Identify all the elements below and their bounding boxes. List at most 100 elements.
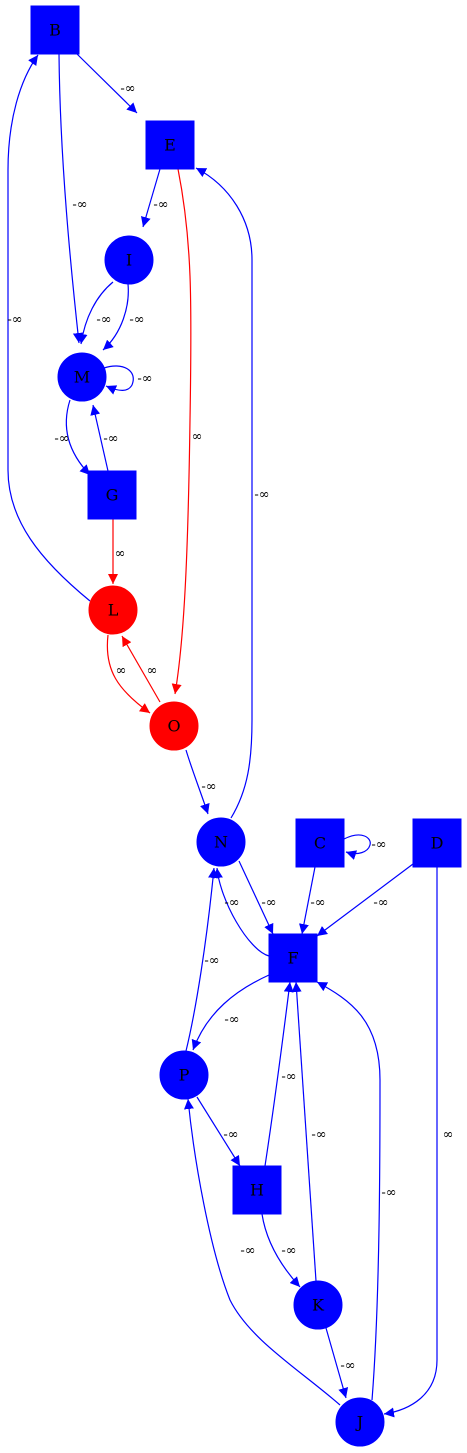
node-shape-K [293, 1280, 343, 1330]
edge-B-E: -∞ [76, 53, 138, 114]
edge-label-D-J: ∞ [443, 1128, 454, 1143]
edge-line-M-M [103, 365, 134, 395]
node-label-C: C [314, 834, 326, 853]
node-shape-M [57, 352, 107, 402]
edge-line-K-J [325, 1327, 349, 1399]
edge-label-C-C: -∞ [371, 838, 386, 853]
node-M: M [57, 352, 107, 402]
node-label-P: P [179, 1066, 190, 1085]
edge-line-C-C [343, 834, 371, 860]
edge-line-L-B [7, 54, 91, 602]
node-K: K [293, 1280, 343, 1330]
edge-G-M: -∞ [90, 404, 119, 472]
edge-label-O-L: ∞ [147, 664, 158, 679]
edge-line-I-M [77, 281, 114, 345]
edge-line-D-J [383, 867, 438, 1418]
edge-J-P: -∞ [184, 1098, 341, 1406]
node-L: L [88, 585, 138, 635]
edge-line-M-G [65, 399, 91, 476]
edge-P-H: -∞ [196, 1096, 241, 1167]
edge-label-C-F: -∞ [310, 896, 325, 911]
node-label-I: I [126, 251, 132, 270]
edge-line-L-O [106, 634, 151, 714]
edge-H-K: -∞ [261, 1213, 301, 1288]
edge-line-K-F [291, 981, 317, 1282]
node-shape-I [104, 235, 154, 285]
node-J: J [335, 1397, 385, 1447]
edge-I-M: -∞ [102, 283, 145, 351]
node-shape-E [145, 120, 195, 170]
edge-label-I-M: -∞ [129, 313, 144, 328]
node-shape-B [30, 5, 80, 55]
edge-label-B-E: -∞ [120, 82, 135, 97]
node-F: F [268, 933, 318, 983]
edge-label-F-P: -∞ [224, 1013, 239, 1028]
nodes-layer: B E I M G L O N C D F P H K J [30, 5, 462, 1447]
edge-label-G-M: -∞ [103, 432, 118, 447]
edge-label-D-F: -∞ [373, 896, 388, 911]
node-label-O: O [167, 717, 180, 736]
edge-E-O: ∞ [171, 168, 202, 695]
node-label-H: H [250, 1181, 264, 1200]
edge-line-E-O [171, 168, 192, 695]
node-label-J: J [355, 1413, 363, 1432]
edge-line-O-N [185, 749, 210, 815]
edge-label-E-I: -∞ [153, 198, 168, 213]
edge-D-F: -∞ [316, 863, 414, 937]
edge-J-F: -∞ [316, 981, 397, 1401]
edge-label-H-K: -∞ [281, 1244, 296, 1259]
node-P: P [159, 1050, 209, 1100]
edge-label-K-F: -∞ [311, 1128, 326, 1143]
edge-line-P-N [185, 867, 219, 1052]
node-shape-L [88, 585, 138, 635]
edge-label-M-M: -∞ [137, 372, 152, 387]
edge-line-I-M [102, 283, 129, 351]
edge-label-P-H: -∞ [223, 1128, 238, 1143]
edge-label-L-B: -∞ [7, 313, 22, 328]
node-shape-D [412, 818, 462, 868]
edge-L-O: ∞ [106, 634, 151, 714]
edge-O-N: -∞ [185, 749, 217, 815]
edge-label-N-E: -∞ [254, 488, 269, 503]
edge-label-P-N: -∞ [204, 954, 219, 969]
edge-line-J-P [184, 1098, 341, 1406]
node-shape-N [196, 817, 246, 867]
edge-line-D-F [316, 863, 414, 937]
edge-label-H-F: -∞ [281, 1070, 296, 1085]
edge-N-E: -∞ [195, 167, 270, 819]
edge-B-M: -∞ [58, 53, 88, 344]
node-C: C [295, 818, 345, 868]
edge-M-G: -∞ [54, 399, 91, 476]
edge-C-C: -∞ [343, 834, 387, 860]
edge-N-F: -∞ [238, 860, 277, 935]
edge-line-P-H [196, 1096, 241, 1167]
node-label-B: B [49, 21, 61, 40]
node-label-E: E [164, 136, 176, 155]
edge-line-H-K [261, 1213, 301, 1288]
edge-line-B-E [76, 53, 138, 114]
edge-C-F: -∞ [298, 866, 326, 935]
node-B: B [30, 5, 80, 55]
edge-D-J: ∞ [383, 867, 454, 1418]
edge-I-M: -∞ [77, 281, 114, 345]
edge-label-F-N: -∞ [224, 896, 239, 911]
node-label-D: D [431, 834, 444, 853]
node-N: N [196, 817, 246, 867]
edge-label-O-N: -∞ [201, 780, 216, 795]
node-label-N: N [214, 833, 228, 852]
node-I: I [104, 235, 154, 285]
edge-line-J-F [316, 981, 381, 1401]
edge-label-K-J: -∞ [340, 1359, 355, 1374]
edge-line-F-N [212, 867, 270, 957]
edge-O-L: ∞ [121, 635, 161, 703]
node-shape-G [87, 470, 137, 520]
edge-M-M: -∞ [103, 365, 153, 395]
edge-label-I-M: -∞ [96, 313, 111, 328]
node-shape-J [335, 1397, 385, 1447]
edge-L-B: -∞ [7, 54, 91, 602]
node-shape-F [268, 933, 318, 983]
node-label-G: G [106, 486, 119, 505]
edge-label-J-P: -∞ [240, 1244, 255, 1259]
edge-line-B-M [58, 53, 83, 344]
edge-line-G-M [90, 404, 109, 472]
